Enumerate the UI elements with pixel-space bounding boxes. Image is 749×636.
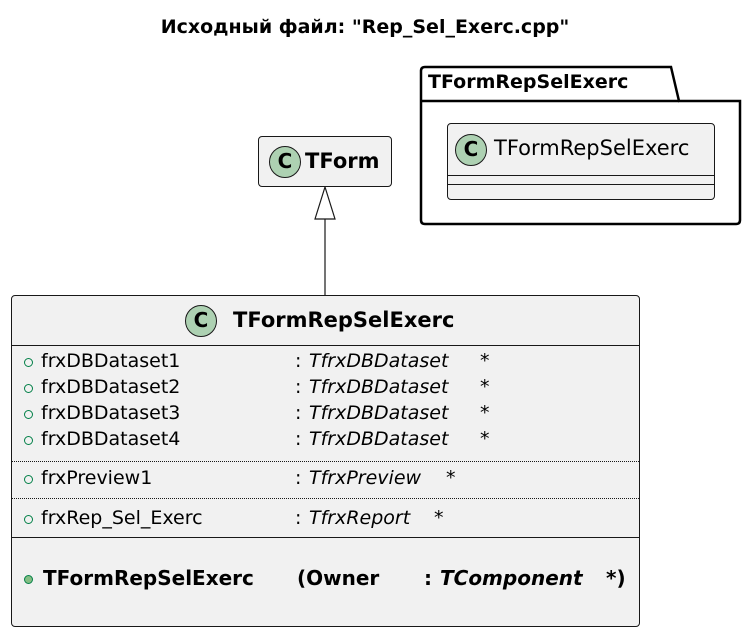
attribute-row[interactable]: frxDBDataset1 : TfrxDBDataset * [12, 350, 639, 376]
attribute-type: TfrxDBDataset [309, 428, 449, 450]
operation-param-close: *) [606, 566, 626, 590]
operation-row[interactable]: TFormRepSelExerc (Owner : TComponent *) [12, 566, 639, 594]
attribute-colon: : [295, 376, 302, 398]
separator [448, 175, 714, 176]
separator [448, 184, 714, 185]
attribute-colon: : [295, 402, 302, 424]
public-visibility-icon [24, 475, 33, 484]
attribute-colon: : [295, 428, 302, 450]
attribute-colon: : [295, 350, 302, 372]
attribute-type: TfrxDBDataset [309, 376, 449, 398]
package-class-box[interactable]: C TFormRepSelExerc [447, 123, 715, 200]
main-class-box[interactable]: C TFormRepSelExerc frxDBDataset1 : TfrxD… [11, 295, 640, 627]
main-class-name: TFormRepSelExerc [233, 308, 455, 332]
separator [12, 461, 639, 462]
attribute-pointer: * [480, 350, 490, 372]
separator [12, 345, 639, 346]
public-visibility-icon [24, 410, 33, 419]
base-class-box[interactable]: C TForm [258, 136, 392, 187]
attribute-colon: : [295, 507, 302, 529]
package-label: TFormRepSelExerc [428, 71, 629, 93]
operation-colon: : [424, 566, 432, 590]
attribute-name: frxDBDataset2 [41, 376, 181, 398]
attribute-name: frxDBDataset1 [41, 350, 181, 372]
attribute-type: TfrxDBDataset [309, 350, 449, 372]
attribute-pointer: * [446, 467, 456, 489]
attribute-type: TfrxDBDataset [309, 402, 449, 424]
attribute-pointer: * [480, 428, 490, 450]
attribute-name: frxDBDataset4 [41, 428, 181, 450]
attribute-row[interactable]: frxDBDataset2 : TfrxDBDataset * [12, 376, 639, 402]
attribute-row[interactable]: frxRep_Sel_Exerc : TfrxReport * [12, 507, 639, 533]
attribute-type: TfrxReport [309, 507, 411, 529]
operation-name: TFormRepSelExerc [43, 566, 254, 590]
attribute-pointer: * [480, 402, 490, 424]
public-visibility-icon [24, 436, 33, 445]
attribute-name: frxRep_Sel_Exerc [41, 507, 203, 529]
attribute-pointer: * [434, 507, 444, 529]
separator [12, 498, 639, 499]
public-visibility-icon [24, 358, 33, 367]
package-class-name: TFormRepSelExerc [494, 136, 690, 160]
attribute-row[interactable]: frxPreview1 : TfrxPreview * [12, 467, 639, 493]
public-visibility-icon [24, 384, 33, 393]
public-visibility-icon [24, 515, 33, 524]
attribute-name: frxDBDataset3 [41, 402, 181, 424]
attribute-row[interactable]: frxDBDataset3 : TfrxDBDataset * [12, 402, 639, 428]
attribute-colon: : [295, 467, 302, 489]
class-badge-icon: C [185, 305, 217, 337]
class-badge-icon: C [455, 134, 487, 166]
class-badge-icon: C [269, 146, 301, 178]
attribute-type: TfrxPreview [309, 467, 422, 489]
operation-param-type: TComponent [440, 566, 583, 590]
public-method-icon [24, 575, 33, 584]
attribute-name: frxPreview1 [41, 467, 153, 489]
attribute-row[interactable]: frxDBDataset4 : TfrxDBDataset * [12, 428, 639, 454]
diagram-title: Исходный файл: "Rep_Sel_Exerc.cpp" [160, 16, 570, 38]
separator [12, 537, 639, 538]
inheritance-arrowhead [314, 184, 336, 220]
base-class-name: TForm [305, 149, 380, 173]
attribute-pointer: * [480, 376, 490, 398]
operation-param-open: (Owner [297, 566, 380, 590]
